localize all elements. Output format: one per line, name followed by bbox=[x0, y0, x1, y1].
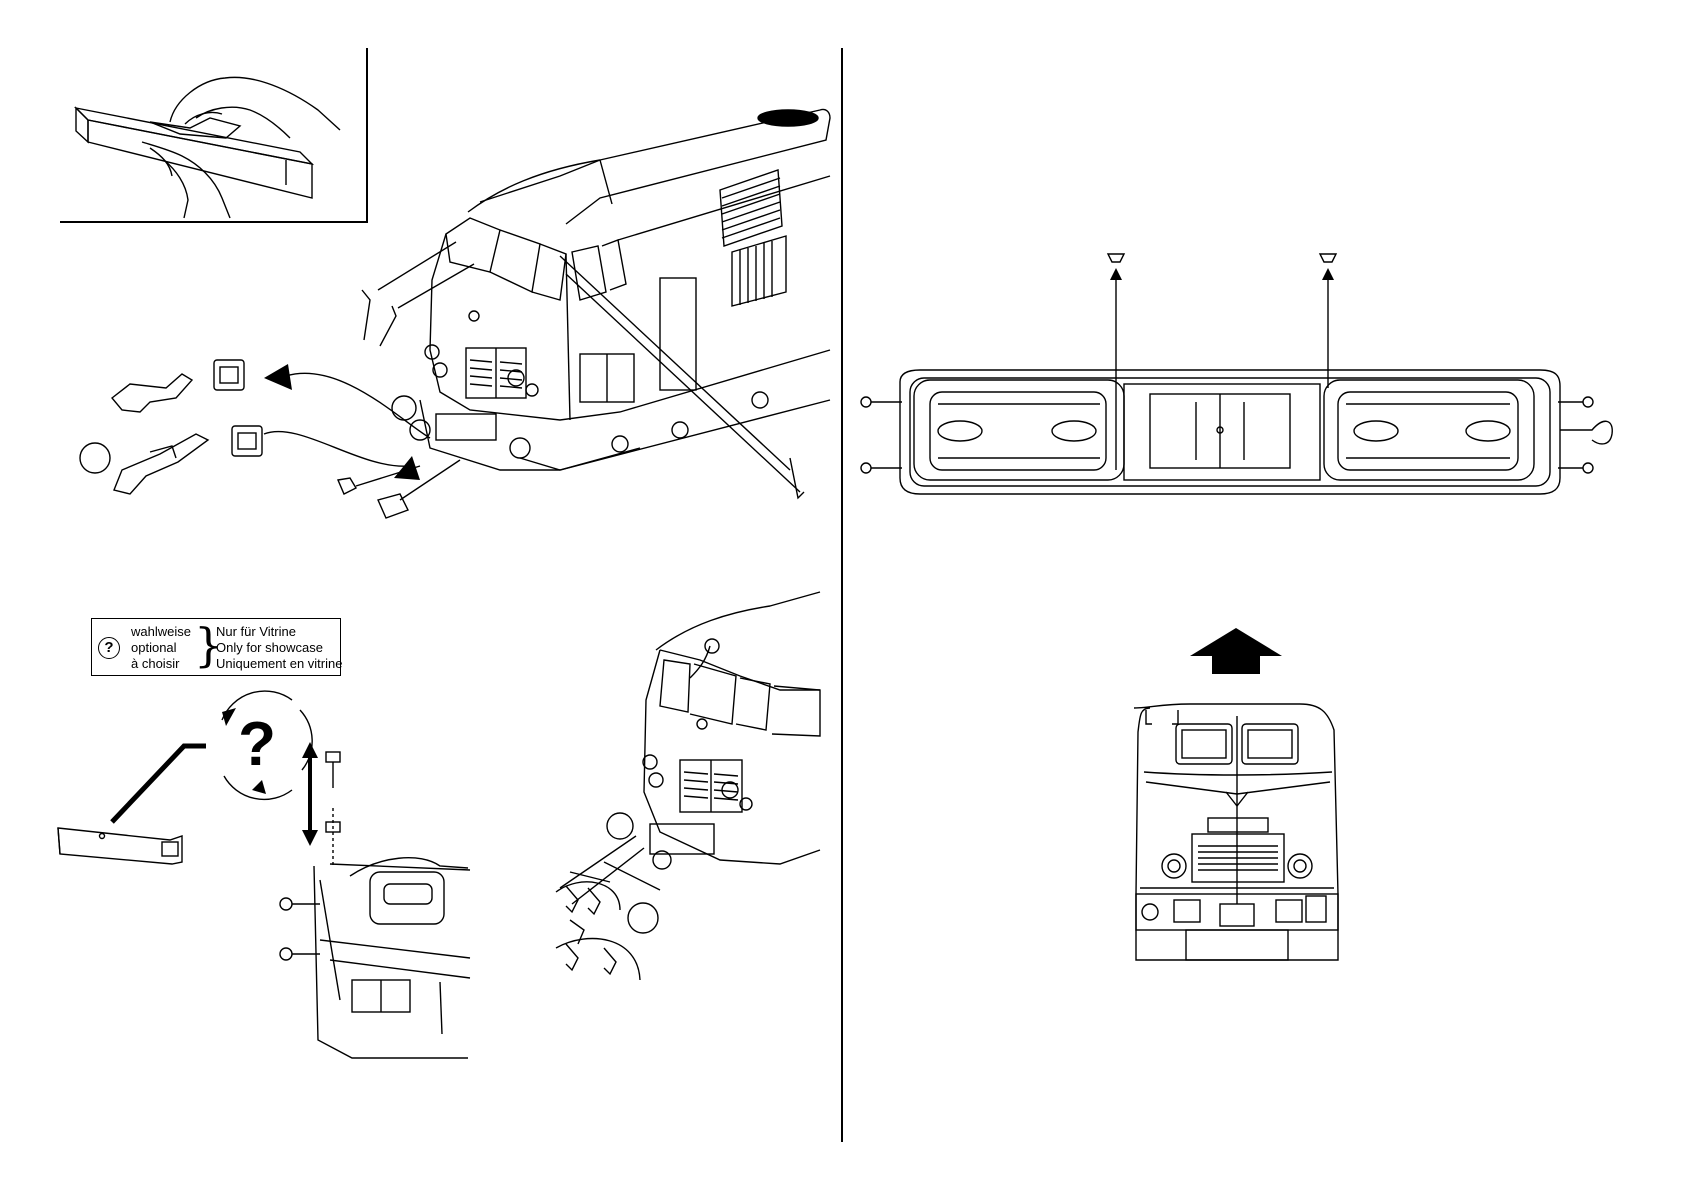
coupler-parts-top bbox=[80, 360, 460, 518]
diagram-question-mark: ? bbox=[236, 708, 278, 782]
locomotive-front-view-top bbox=[362, 109, 830, 498]
legend-option-fr: à choisir bbox=[131, 656, 191, 672]
legend-showcase-de: Nur für Vitrine bbox=[216, 624, 342, 640]
direction-up-arrow bbox=[1190, 628, 1282, 674]
locomotive-underside-view bbox=[861, 254, 1612, 494]
locomotive-head-on-view bbox=[1134, 704, 1338, 960]
coupler-insertion-inset bbox=[60, 48, 367, 222]
legend-showcase: Nur für Vitrine Only for showcase Unique… bbox=[216, 624, 342, 672]
legend-option-en: optional bbox=[131, 640, 191, 656]
legend-showcase-en: Only for showcase bbox=[216, 640, 342, 656]
question-mark-icon: ? bbox=[98, 637, 120, 659]
locomotive-front-view-bottom bbox=[556, 592, 820, 980]
legend-option-de: wahlweise bbox=[131, 624, 191, 640]
legend-showcase-fr: Uniquement en vitrine bbox=[216, 656, 342, 672]
legend-options: wahlweise optional à choisir bbox=[131, 624, 191, 672]
optional-legend: ? wahlweise optional à choisir } Nur für… bbox=[91, 618, 341, 676]
